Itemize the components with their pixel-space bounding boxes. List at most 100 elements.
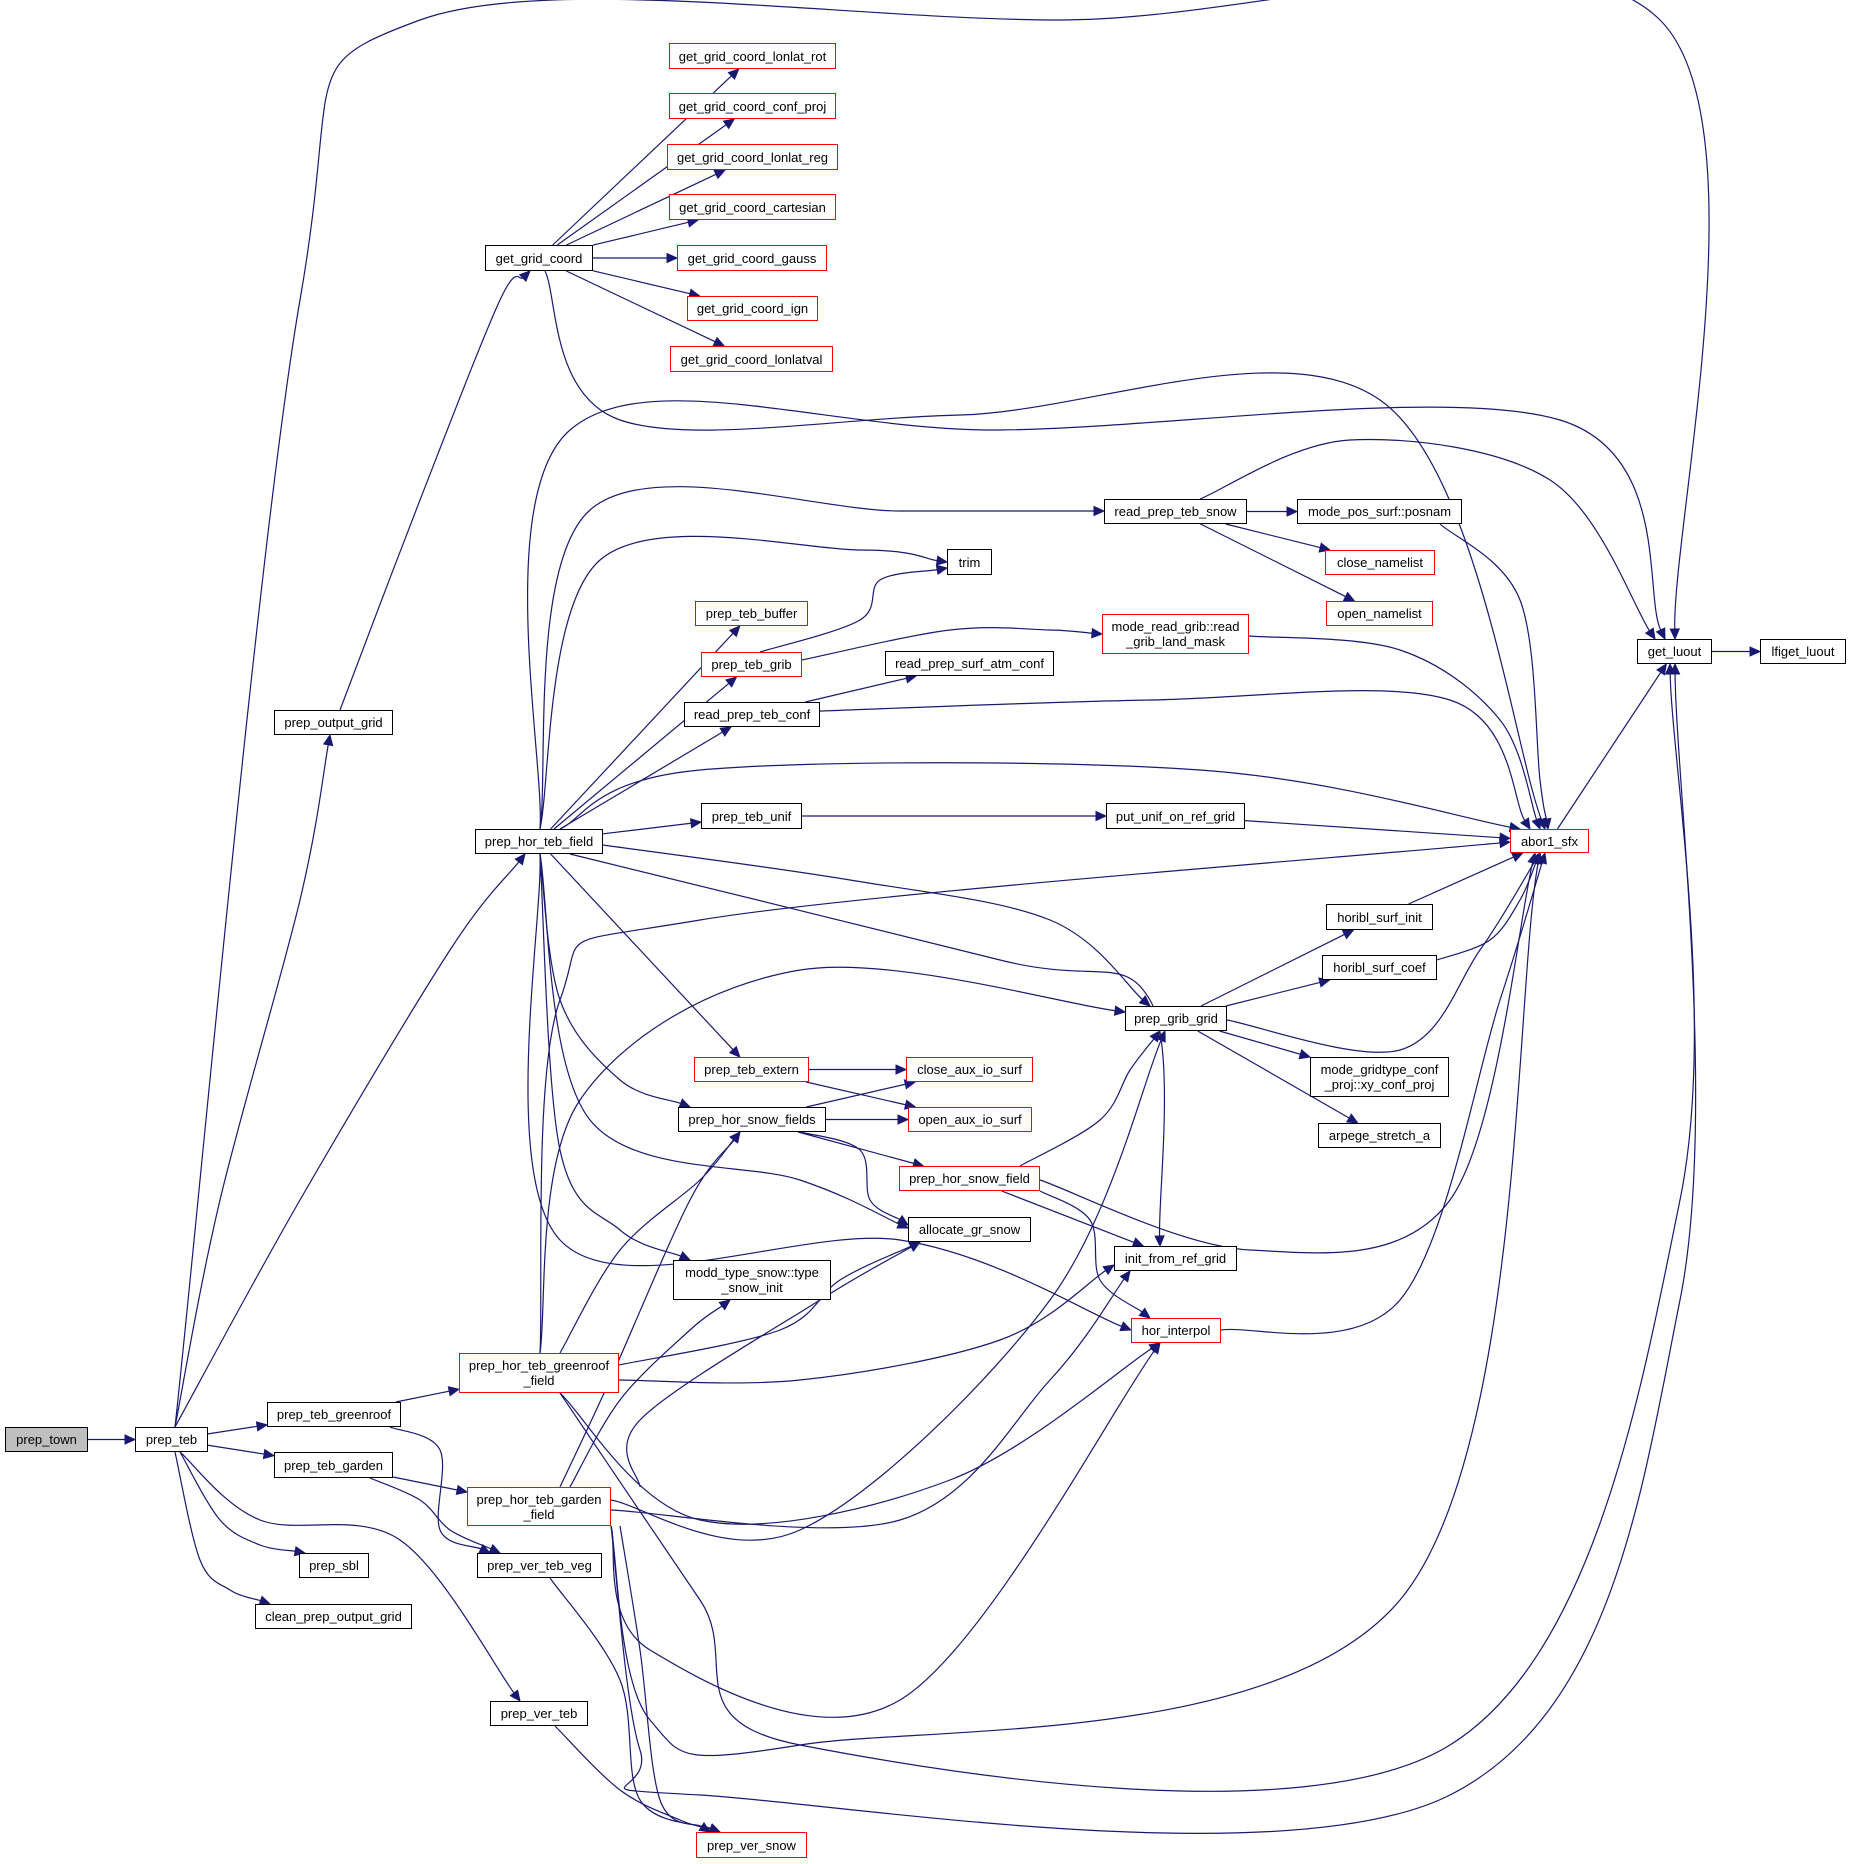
edge-line [569,853,1166,1237]
edge-line [1039,1190,1143,1313]
node-get-grid-coord[interactable]: get_grid_coord [485,245,593,271]
edge-get-grid-coord-to-get-grid-coord-lonlat-reg [566,169,727,246]
edge-prep-hor-teb-field-to-init-from-ref-grid [569,853,1166,1248]
node-open-namelist[interactable]: open_namelist [1326,601,1433,626]
node-clean-prep-output-grid[interactable]: clean_prep_output_grid [255,1604,412,1629]
node-prep-teb-extern[interactable]: prep_teb_extern [694,1057,809,1082]
node-close-namelist[interactable]: close_namelist [1325,550,1435,575]
edge-line [819,690,1526,821]
edge-prep-grib-grid-to-mode-gridtype-conf-proj-xy-conf-proj [1219,1030,1312,1060]
edge-line [1226,861,1536,1053]
node-prep-hor-snow-fields[interactable]: prep_hor_snow_fields [678,1107,826,1132]
node-prep-hor-teb-field[interactable]: prep_hor_teb_field [475,829,603,854]
arrowhead-icon [1286,506,1299,517]
node-get-grid-coord-lonlat-reg[interactable]: get_grid_coord_lonlat_reg [667,144,838,170]
arrowhead-icon [124,1434,137,1445]
node-arpege-stretch-a[interactable]: arpege_stretch_a [1318,1123,1441,1148]
edge-prep-hor-teb-field-to-modd-type-snow-type-snow-init [539,853,692,1261]
node-mode-read-grib-read-grib-land-mask[interactable]: mode_read_grib::read _grib_land_mask [1102,614,1249,654]
node-prep-ver-teb-veg[interactable]: prep_ver_teb_veg [477,1553,602,1578]
node-get-grid-coord-lonlat-rot[interactable]: get_grid_coord_lonlat_rot [669,43,836,69]
edge-prep-hor-snow-fields-to-allocate-gr-snow [799,1131,910,1226]
arrowhead-icon [1656,662,1667,676]
edge-line [1200,933,1345,1007]
edge-prep-teb-extern-to-close-aux-io-surf [809,1064,908,1075]
edge-line [539,853,900,1225]
edge-line [174,1451,261,1602]
node-open-aux-io-surf[interactable]: open_aux_io_surf [908,1107,1032,1132]
edge-line [174,861,520,1428]
node-prep-teb-garden[interactable]: prep_teb_garden [274,1452,393,1478]
node-read-prep-teb-conf[interactable]: read_prep_teb_conf [684,702,820,727]
node-prep-sbl[interactable]: prep_sbl [299,1553,369,1578]
node-prep-teb-grib[interactable]: prep_teb_grib [701,652,802,677]
node-prep-hor-teb-greenroof-field[interactable]: prep_hor_teb_greenroof _field [459,1353,619,1393]
node-init-from-ref-grid[interactable]: init_from_ref_grid [1114,1246,1237,1271]
node-get-grid-coord-conf-proj[interactable]: get_grid_coord_conf_proj [669,93,836,119]
node-read-prep-teb-snow[interactable]: read_prep_teb_snow [1104,499,1247,524]
arrowhead-icon [935,564,949,576]
node-close-aux-io-surf[interactable]: close_aux_io_surf [906,1057,1033,1082]
edge-prep-grib-grid-to-horibl-surf-coef [1225,977,1331,1007]
edge-read-prep-teb-conf-to-abor1-sfx [819,690,1531,831]
node-get-grid-coord-lonlatval[interactable]: get_grid_coord_lonlatval [670,346,833,372]
node-lfiget-luout[interactable]: lfiget_luout [1760,639,1846,664]
node-get-grid-coord-ign[interactable]: get_grid_coord_ign [687,296,818,321]
node-prep-grib-grid[interactable]: prep_grib_grid [1125,1006,1227,1031]
edge-prep-hor-teb-field-to-prep-grib-grid [602,844,1151,1007]
node-hor-interpol[interactable]: hor_interpol [1131,1318,1221,1343]
arrowhead-icon [1669,662,1681,675]
node-put-unif-on-ref-grid[interactable]: put_unif_on_ref_grid [1106,803,1245,829]
node-trim[interactable]: trim [947,549,992,575]
edge-horibl-surf-init-to-abor1-sfx [1408,852,1524,905]
node-prep-ver-snow[interactable]: prep_ver_snow [696,1832,807,1858]
node-allocate-gr-snow[interactable]: allocate_gr_snow [908,1217,1031,1242]
edge-abor1-sfx-to-get-luout [1556,662,1667,830]
arrowhead-icon [727,68,740,81]
node-prep-output-grid[interactable]: prep_output_grid [274,710,393,735]
edge-line [1019,1038,1155,1167]
node-mode-pos-surf-posnam[interactable]: mode_pos_surf::posnam [1297,499,1462,524]
edge-prep-hor-teb-garden-field-to-abor1-sfx [610,851,1544,1757]
node-abor1-sfx[interactable]: abor1_sfx [1510,829,1589,853]
arrowhead-icon [1149,1342,1161,1355]
edge-prep-hor-teb-field-to-allocate-gr-snow [539,853,910,1229]
arrowhead-icon [488,1543,502,1554]
arrowhead-icon [896,1214,910,1226]
edges-layer [88,0,1762,1835]
node-horibl-surf-init[interactable]: horibl_surf_init [1326,904,1433,930]
edge-line [610,862,1539,1757]
edge-line [805,1081,906,1106]
edge-prep-hor-teb-greenroof-field-to-hor-interpol [559,1342,1162,1525]
edge-line [539,486,1095,830]
arrowhead-icon [1519,817,1531,831]
edge-line [1244,820,1501,839]
edge-line [1248,635,1538,820]
edge-prep-hor-teb-greenroof-field-to-init-from-ref-grid [618,1264,1116,1384]
node-mode-gridtype-conf-proj-xy-conf-proj[interactable]: mode_gridtype_conf _proj::xy_conf_proj [1310,1057,1449,1097]
node-prep-ver-teb[interactable]: prep_ver_teb [490,1701,588,1726]
node-prep-teb-unif[interactable]: prep_teb_unif [701,803,802,829]
node-prep-hor-teb-garden-field[interactable]: prep_hor_teb_garden _field [467,1487,611,1526]
edge-prep-teb-greenroof-to-prep-ver-teb-veg [389,1426,492,1554]
edge-read-prep-teb-snow-to-mode-pos-surf-posnam [1247,506,1299,517]
node-get-grid-coord-gauss[interactable]: get_grid_coord_gauss [677,245,827,271]
edge-line [566,270,716,343]
arrowhead-icon [322,733,334,747]
node-get-grid-coord-cartesian[interactable]: get_grid_coord_cartesian [669,194,836,220]
node-horibl-surf-coef[interactable]: horibl_surf_coef [1322,955,1437,980]
node-prep-teb[interactable]: prep_teb [135,1427,208,1452]
node-prep-teb-buffer[interactable]: prep_teb_buffer [695,601,808,626]
node-prep-hor-snow-field[interactable]: prep_hor_snow_field [899,1166,1040,1191]
arrowhead-icon [1532,851,1544,865]
edge-prep-hor-snow-field-to-prep-grib-grid [1019,1030,1161,1167]
node-prep-teb-greenroof[interactable]: prep_teb_greenroof [267,1402,401,1427]
edge-line [207,1425,258,1435]
arrowhead-icon [1541,817,1552,831]
node-read-prep-surf-atm-conf[interactable]: read_prep_surf_atm_conf [885,651,1054,676]
arrowhead-icon [1138,1307,1151,1319]
node-modd-type-snow-type-snow-init[interactable]: modd_type_snow::type _snow_init [673,1260,831,1300]
edge-prep-hor-teb-garden-field-to-allocate-gr-snow [626,1241,922,1488]
arrowhead-icon [1644,627,1656,641]
node-get-luout[interactable]: get_luout [1637,639,1712,664]
